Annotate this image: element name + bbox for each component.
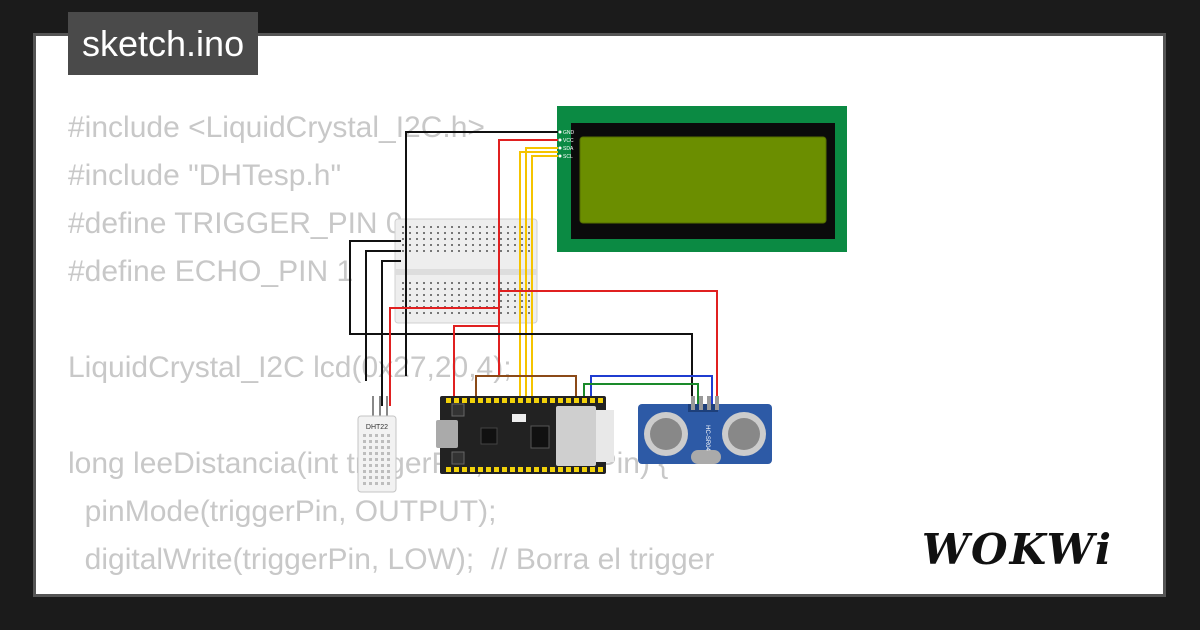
- wire-red-lcd-vcc: [498, 139, 558, 376]
- wire-red-bb-2: [389, 307, 499, 406]
- code-line: digitalWrite(triggerPin, LOW); // Borra …: [68, 543, 715, 576]
- hcsr04-sensor: HC-SR04: [638, 396, 772, 464]
- hcsr04-label: HC-SR04: [704, 425, 710, 451]
- code-line: #define TRIGGER_PIN 0: [68, 207, 403, 240]
- code-line: delayMicroseconds(2);: [68, 584, 714, 594]
- code-preview: #include <LiquidCrystal_I2C.h> #include "…: [68, 104, 715, 594]
- wires: [349, 131, 718, 406]
- code-line: #include "DHTesp.h": [68, 159, 342, 192]
- esp32-board: [436, 396, 614, 474]
- wire-red-bb-1: [499, 290, 718, 406]
- wire-blue: [590, 375, 713, 406]
- wire-red-esp: [453, 308, 500, 398]
- lcd-pin-gnd: GND: [563, 130, 575, 136]
- wire-yellow-sda-2: [519, 151, 558, 398]
- circuit-diagram: GND VCC SDA SCL: [349, 106, 847, 493]
- breadboard: [394, 218, 538, 324]
- wire-yellow-sda-1: [525, 147, 558, 398]
- wire-black-lcd-gnd: [405, 131, 558, 376]
- dht22-sensor: DHT22: [357, 396, 397, 493]
- wokwi-logo: WOKWi: [921, 525, 1113, 574]
- wire-black-bb-2: [365, 250, 401, 381]
- preview-card: #include <LiquidCrystal_I2C.h> #include "…: [33, 33, 1166, 597]
- code-line: #define ECHO_PIN 1: [68, 255, 354, 288]
- lcd-pin-sda: SDA: [563, 146, 574, 152]
- code-line: #include <LiquidCrystal_I2C.h>: [68, 111, 485, 144]
- wire-green: [583, 383, 699, 406]
- code-line: LiquidCrystal_I2C lcd(0x27,20,4);: [68, 351, 512, 384]
- lcd-pin-scl: SCL: [563, 154, 573, 160]
- wire-black-bb-1: [349, 240, 693, 406]
- lcd-pin-labels: GND VCC SDA SCL: [558, 130, 575, 160]
- file-tab[interactable]: sketch.ino: [68, 12, 259, 75]
- lcd-display: GND VCC SDA SCL: [557, 106, 847, 252]
- wire-brown: [475, 375, 577, 398]
- wire-yellow-scl-1: [531, 155, 558, 398]
- dht22-label: DHT22: [366, 424, 388, 431]
- lcd-pin-vcc: VCC: [563, 138, 574, 144]
- wire-black-bb-3: [381, 260, 401, 406]
- code-line: pinMode(triggerPin, OUTPUT);: [68, 495, 497, 528]
